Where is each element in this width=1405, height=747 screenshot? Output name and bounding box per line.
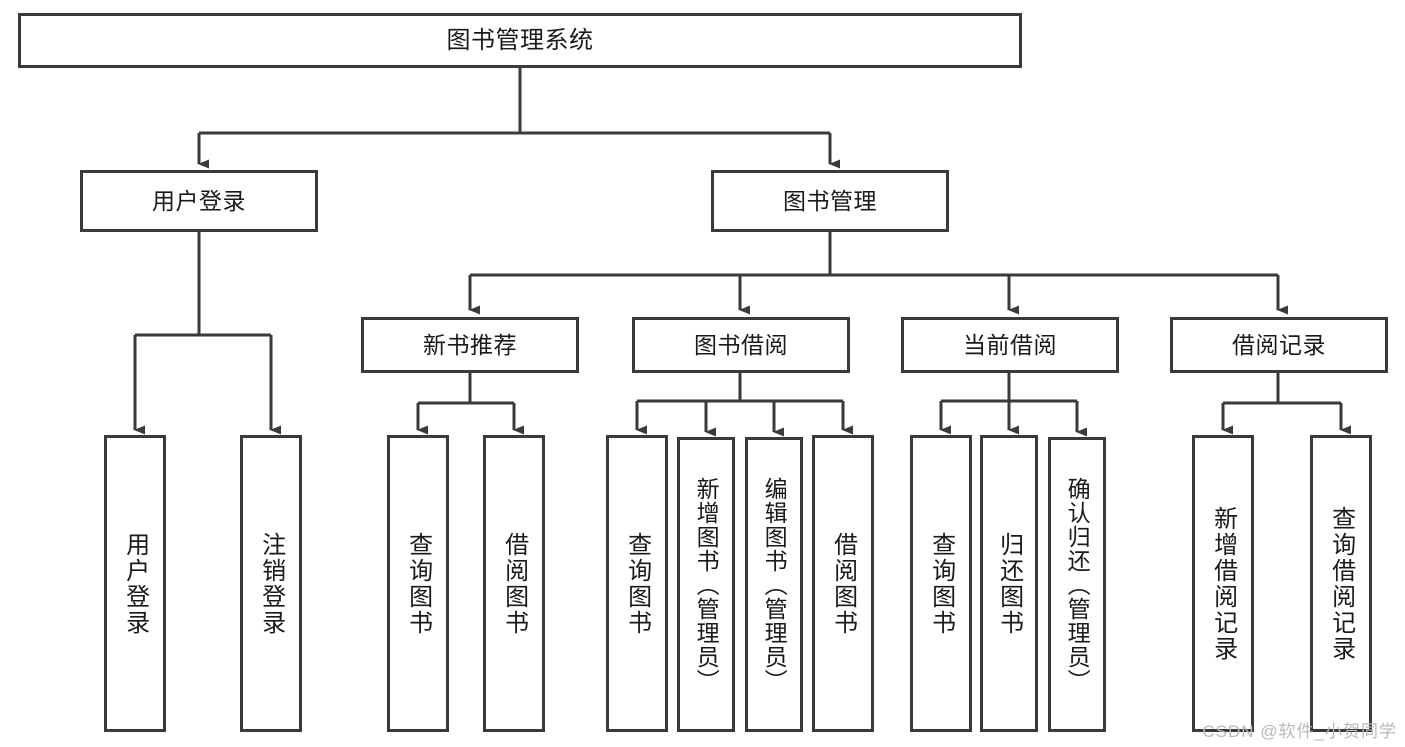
node-root-system[interactable]: 图书管理系统 [18,13,1022,68]
node-label: 借阅图书 [829,531,857,636]
node-label: 查询借阅记录 [1327,505,1355,662]
node-label: 新书推荐 [423,331,517,358]
leaf-return-book[interactable]: 归还图书 [980,435,1038,732]
node-label: 新增借阅记录 [1209,505,1237,662]
node-label: 借阅图书 [500,531,528,636]
leaf-borrow-book-borrow[interactable]: 借阅图书 [812,435,874,732]
node-label: 归还图书 [995,531,1023,636]
node-label: 用户登录 [121,531,149,636]
node-user-login[interactable]: 用户登录 [80,170,318,232]
leaf-query-book-newbook[interactable]: 查询图书 [387,435,449,732]
watermark-text: CSDN @软件_小贺同学 [1202,722,1397,741]
node-label: 图书借阅 [694,331,788,358]
node-label: 编辑图书（管理员） [761,476,788,693]
node-label: 当前借阅 [963,331,1057,358]
leaf-query-book-current[interactable]: 查询图书 [910,435,972,732]
node-label: 新增图书（管理员） [693,476,720,693]
node-label: 图书管理系统 [446,26,594,54]
node-label: 借阅记录 [1232,331,1326,358]
node-label: 查询图书 [623,531,651,636]
leaf-query-book-borrow[interactable]: 查询图书 [606,435,668,732]
node-book-borrow[interactable]: 图书借阅 [632,317,850,373]
leaf-query-borrow-record[interactable]: 查询借阅记录 [1310,435,1372,732]
node-current-borrow[interactable]: 当前借阅 [901,317,1119,373]
leaf-add-book-admin[interactable]: 新增图书（管理员） [677,437,735,732]
node-borrow-record[interactable]: 借阅记录 [1170,317,1388,373]
leaf-logout-login[interactable]: 注销登录 [240,435,302,732]
node-label: 确认归还（管理员） [1064,476,1091,693]
leaf-confirm-return-admin[interactable]: 确认归还（管理员） [1048,437,1106,732]
node-new-book-recommend[interactable]: 新书推荐 [361,317,579,373]
node-label: 用户登录 [152,187,246,214]
node-label: 图书管理 [783,187,877,214]
node-label: 注销登录 [257,531,285,636]
node-book-management[interactable]: 图书管理 [711,170,949,232]
leaf-user-login[interactable]: 用户登录 [104,435,166,732]
leaf-edit-book-admin[interactable]: 编辑图书（管理员） [745,437,803,732]
leaf-borrow-book-newbook[interactable]: 借阅图书 [483,435,545,732]
node-label: 查询图书 [404,531,432,636]
leaf-add-borrow-record[interactable]: 新增借阅记录 [1192,435,1254,732]
node-label: 查询图书 [927,531,955,636]
